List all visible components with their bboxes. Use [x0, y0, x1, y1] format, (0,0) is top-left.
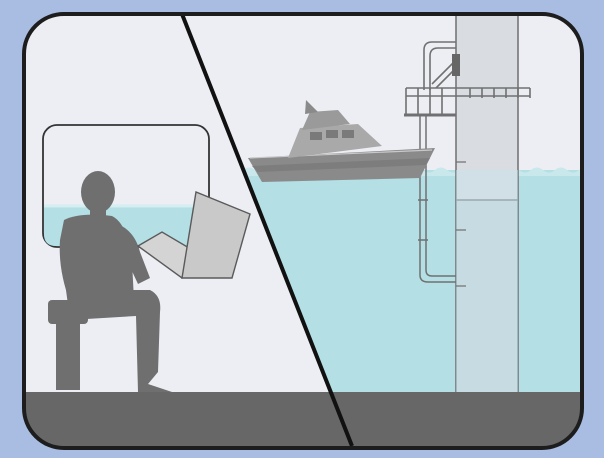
offshore-tower [456, 14, 518, 399]
floor [24, 392, 582, 452]
